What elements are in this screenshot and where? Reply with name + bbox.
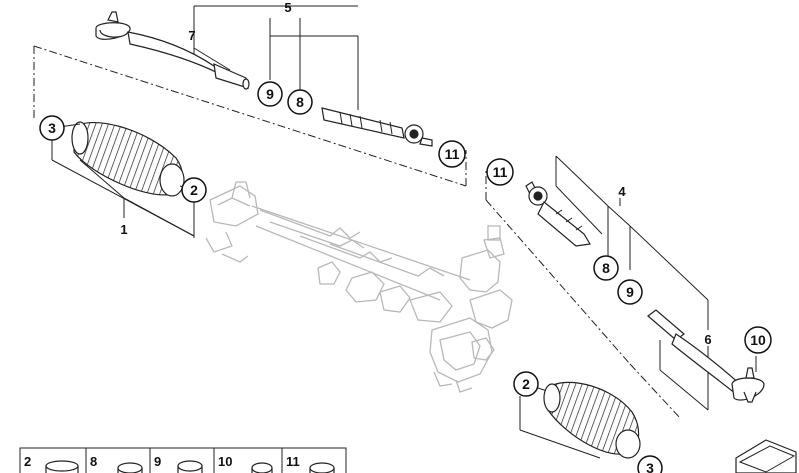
callout-8-top: 8: [287, 89, 313, 115]
legend-item-2: 2: [24, 454, 79, 473]
callout-2-label: 2: [522, 376, 530, 392]
legend-strip: 2 8 9 10 11: [19, 447, 347, 473]
steering-boot-bottom: [543, 381, 641, 459]
callout-3-bottom: 3: [637, 455, 663, 473]
callout-11-label: 11: [445, 146, 460, 162]
inner-tie-rod-right: [525, 181, 591, 247]
dashed-boundary-left: [33, 45, 467, 187]
callout-9-right: 9: [617, 279, 643, 305]
callout-2-label: 2: [190, 182, 198, 198]
callout-3-boot: 3: [39, 115, 65, 141]
callout-10-label: 10: [750, 332, 766, 348]
steering-rack-housing: [205, 181, 513, 393]
callout-2-left: 2: [181, 177, 207, 203]
label-7: 7: [188, 28, 195, 43]
legend-label-10: 10: [218, 454, 232, 469]
label-6: 6: [704, 332, 711, 347]
legend-label-2: 2: [24, 454, 31, 469]
steering-boot-left: [71, 121, 185, 197]
callout-8-label: 8: [296, 94, 304, 110]
callout-11-right: 11: [486, 158, 514, 186]
callout-8-label: 8: [602, 260, 610, 276]
legend-item-10: 10: [218, 454, 273, 473]
callout-10-right: 10: [744, 326, 772, 354]
callout-9-top: 9: [257, 81, 283, 107]
tie-rod-end-lower: [647, 309, 765, 403]
callout-11-top: 11: [438, 140, 466, 168]
legend-item-9: 9: [154, 454, 203, 473]
folded-sheet-icon: [735, 439, 797, 473]
tie-rod-end-upper: [95, 11, 250, 90]
callout-3-label: 3: [646, 460, 654, 473]
callout-9-label: 9: [266, 86, 274, 102]
inner-tie-rod-upper: [321, 107, 433, 147]
dashed-boundary-right: [485, 168, 681, 419]
leader-lines-top: [193, 5, 359, 110]
label-4: 4: [618, 184, 626, 199]
label-5: 5: [284, 0, 291, 15]
legend-item-11: 11: [286, 454, 335, 473]
legend-label-8: 8: [90, 454, 97, 469]
callout-2-bottom: 2: [513, 371, 539, 397]
label-1: 1: [120, 222, 127, 237]
legend-label-11: 11: [286, 454, 300, 469]
callout-3-label: 3: [48, 120, 56, 136]
callout-8-right: 8: [593, 255, 619, 281]
legend-label-9: 9: [154, 454, 161, 469]
legend-item-8: 8: [90, 454, 143, 473]
callout-9-label: 9: [626, 284, 634, 300]
callout-11-label: 11: [493, 164, 508, 180]
